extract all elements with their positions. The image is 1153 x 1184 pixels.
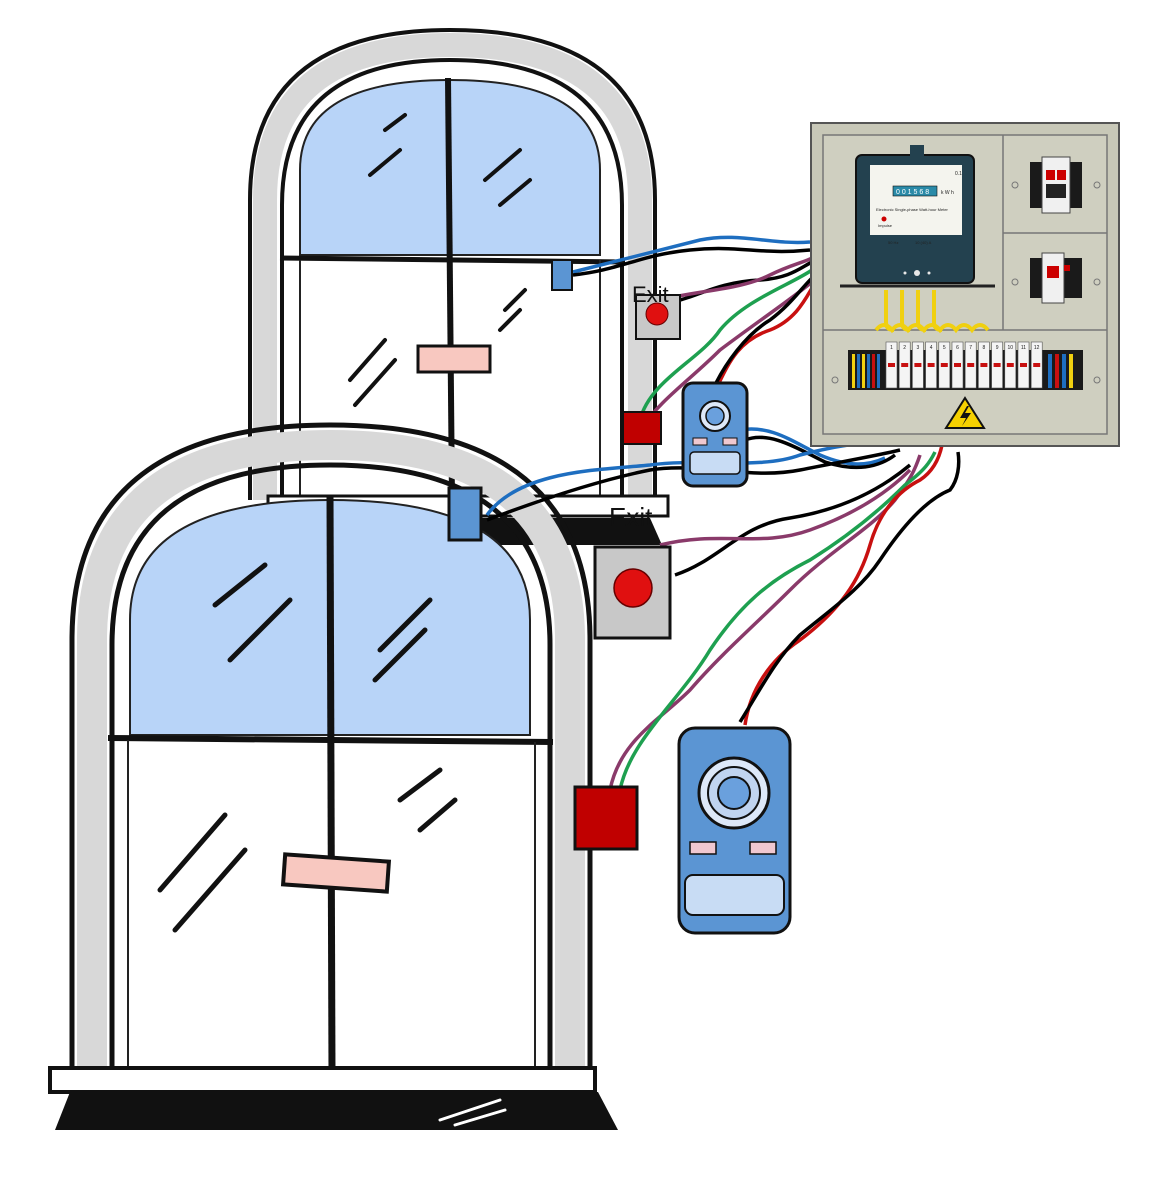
back-magnetic-lock [622,411,662,445]
terminal-marker [967,363,975,367]
terminal-stripe [852,354,855,388]
front-window [48,422,618,1130]
meter-small-top: 0.1 [955,171,962,177]
back-exit-label: Exit [632,282,669,307]
terminal-marker [954,363,961,367]
terminal-stripe [1069,354,1073,388]
terminal-number: 11 [1021,345,1026,351]
meter-description: Electronic Single-phase Watt-hour Meter [876,207,949,212]
terminal-number: 10 [1008,345,1014,351]
terminal-stripe [1055,354,1059,388]
meter-frequency: 50 Hz [888,240,898,245]
terminal-marker [993,363,1001,367]
terminal-marker [1006,363,1014,367]
terminal-stripe [867,354,870,388]
circuit-breaker-icon [1030,252,1082,304]
terminal-marker [1020,363,1027,367]
back-window [248,27,670,545]
terminal-stripe [857,354,860,388]
meter-impulse: Impulse [878,223,893,228]
back-exit-button[interactable]: Exit [632,282,681,340]
terminal-number: 4 [930,345,933,351]
front-card-reader[interactable] [677,726,792,935]
terminal-marker [1033,363,1041,367]
circuit-breaker-icon [1030,156,1082,214]
back-window-handle [416,344,492,374]
terminal-number: 1 [890,345,893,351]
front-door-sensor [447,486,483,542]
meter-reading-display [892,185,938,197]
terminal-stripe [1048,354,1052,388]
terminal-number: 8 [983,345,986,351]
terminal-stripe [862,354,865,388]
meter-unit: k W h [941,190,954,196]
front-magnetic-lock [573,785,639,851]
terminal-number: 2 [903,345,906,351]
terminal-marker [901,363,909,367]
front-window-handle [280,852,392,894]
terminal-marker [980,363,988,367]
terminal-number: 6 [956,345,959,351]
terminal-marker [940,363,948,367]
terminal-number: 9 [996,345,999,351]
electricity-meter: 0.1 0 0 1 5 6 8 k W h Electronic Single-… [855,145,975,284]
terminal-marker [927,363,935,367]
back-card-reader[interactable] [681,381,749,488]
high-voltage-icon [944,396,986,429]
terminal-number: 12 [1034,345,1040,351]
front-exit-label: Exit [609,502,653,532]
terminal-stripe [872,354,875,388]
distribution-panel: 0.1 0 0 1 5 6 8 k W h Electronic Single-… [810,122,1120,447]
terminal-stripe [1062,354,1066,388]
terminal-number: 7 [969,345,972,351]
terminal-marker [888,363,895,367]
back-door-sensor [551,259,573,291]
terminal-number: 5 [943,345,946,351]
terminal-number: 3 [917,345,920,351]
terminal-marker [914,363,922,367]
terminal-stripe [877,354,880,388]
meter-current: 10 (40) A [915,240,932,245]
meter-reading: 0 0 1 5 6 8 [896,189,929,196]
front-exit-button[interactable]: Exit [593,502,672,640]
